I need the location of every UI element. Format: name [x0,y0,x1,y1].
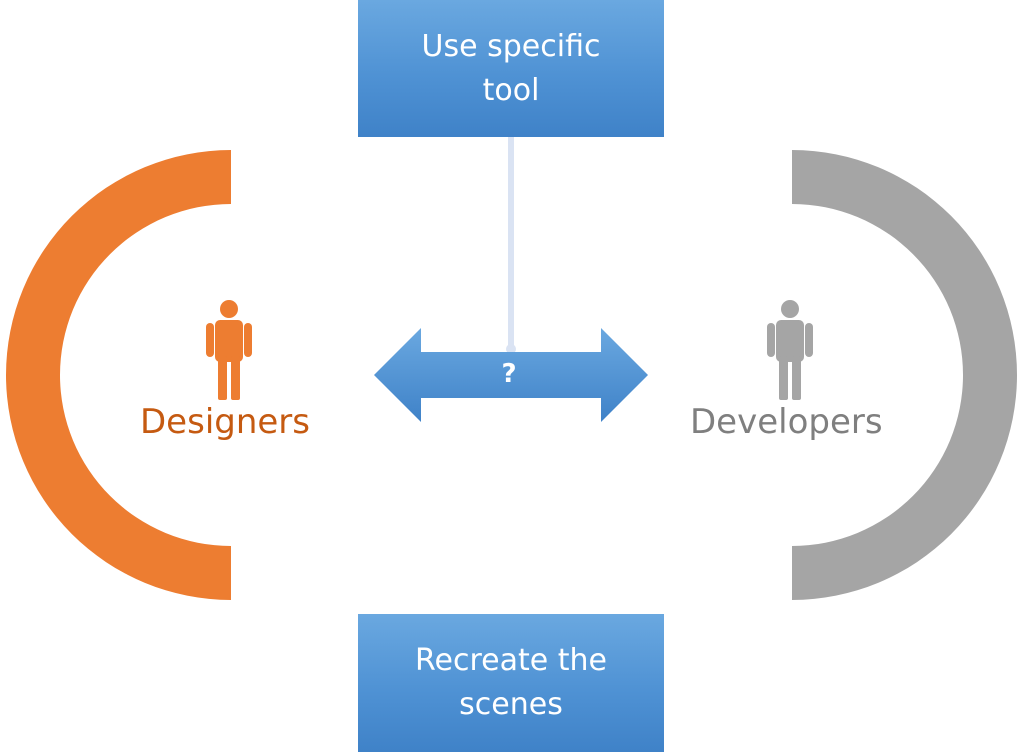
designers-arc [6,150,231,600]
use-specific-tool-box: Use specific tool [358,0,664,137]
developers-arc [792,150,1017,600]
double-arrow [374,328,648,422]
designer-person-icon [206,300,252,400]
connector-dot [506,344,516,354]
designers-label: Designers [140,402,310,442]
recreate-the-scenes-box: Recreate the scenes [358,614,664,752]
recreate-the-scenes-label: Recreate the scenes [415,643,607,722]
arrow-question-label: ? [501,359,517,389]
developers-label: Developers [690,402,883,442]
use-specific-tool-label: Use specific tool [421,28,601,108]
developer-person-icon [767,300,813,400]
